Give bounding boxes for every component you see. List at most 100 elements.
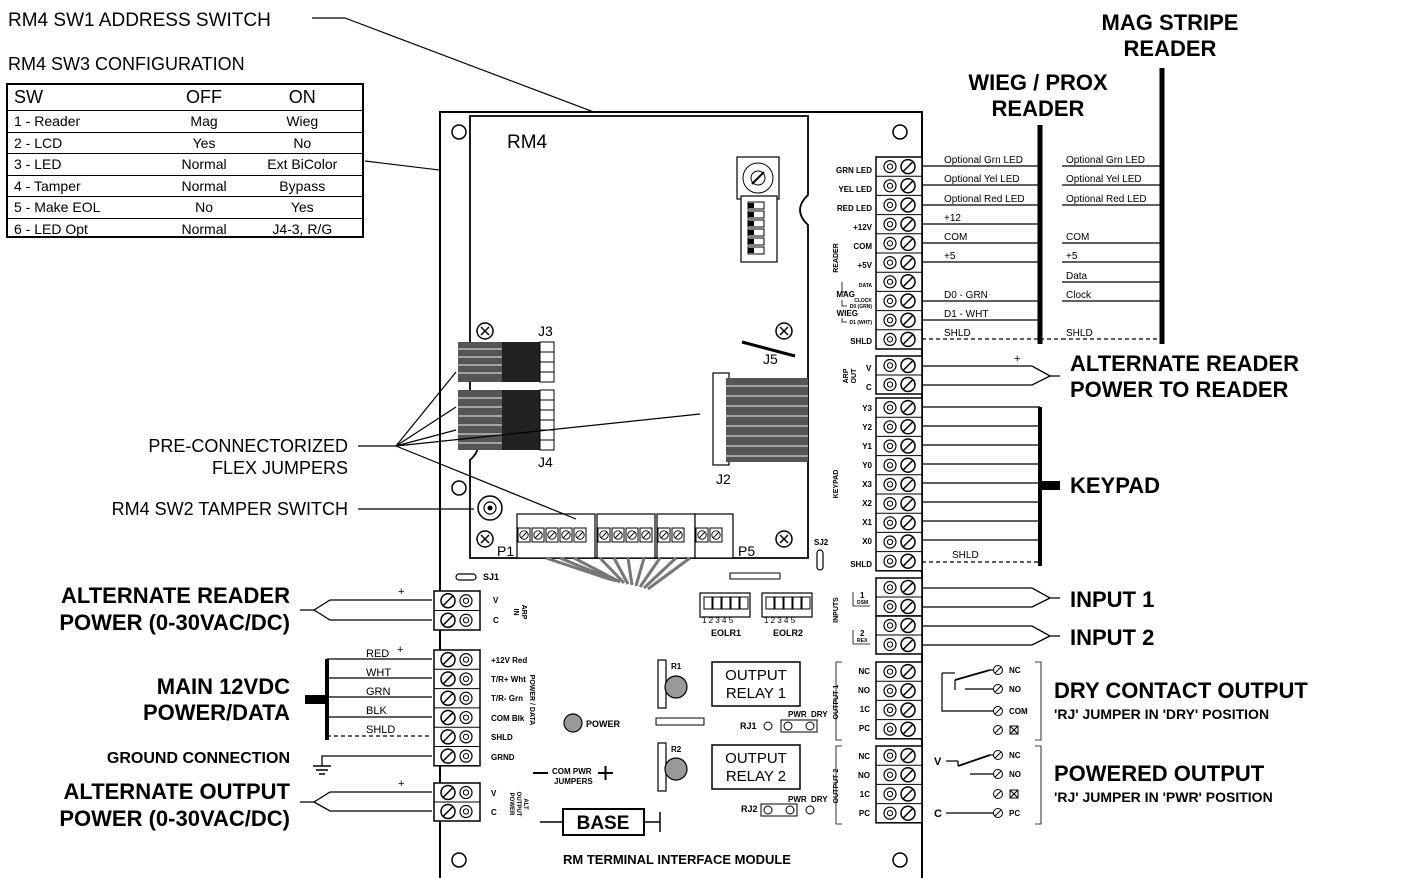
p5-label: P5 [738, 543, 755, 559]
terminal-socket [883, 439, 897, 453]
relay1-led [664, 675, 688, 699]
terminal-socket [883, 637, 897, 652]
flex-wire-fan [545, 556, 691, 591]
term-clock: CLOCK [854, 298, 872, 304]
terminal-screw-icon [900, 805, 916, 821]
r1-label: R1 [671, 662, 682, 671]
terminal-socket [459, 653, 473, 667]
terminal-screw-icon [900, 235, 916, 252]
alt-out-c: C [491, 808, 497, 817]
base-label: BASE [577, 813, 630, 834]
relay1-line2: RELAY 1 [726, 685, 786, 702]
term-wieg: WIEG [837, 309, 858, 318]
sj2-label: SJ2 [814, 538, 829, 547]
terminal-block [875, 577, 923, 617]
dry-contact-title: DRY CONTACT OUTPUT [1054, 678, 1308, 703]
eolr2-dip[interactable] [761, 592, 813, 618]
terminal-screw-icon [900, 702, 916, 718]
terminal-screw-icon [900, 331, 916, 348]
flex-wire [634, 557, 646, 587]
eolr-bar [729, 572, 781, 580]
terminal-screw-icon [900, 495, 916, 512]
mag-wire: Optional Grn LED [1066, 155, 1145, 166]
reader-wiring [1037, 68, 1165, 344]
p-pin-screw-icon [561, 530, 571, 540]
alt-out-title-1: ALTERNATE OUTPUT [64, 779, 291, 804]
keypad-shld-wire: SHLD [952, 550, 979, 561]
arp-in-group1: ARP [520, 605, 527, 620]
j5-jumper [741, 340, 796, 358]
main-wire: SHLD [366, 724, 395, 736]
reader-group-label: READER [833, 243, 840, 273]
sw3-cell: Ext BiColor [242, 153, 362, 175]
mount-hole [892, 852, 908, 868]
term-data: DATA [859, 283, 873, 289]
output1-labels: NC NO 1C PC OUTPUT 1 [833, 661, 870, 741]
mag-wire: Optional Yel LED [1066, 174, 1142, 185]
term-x1: X1 [862, 518, 872, 527]
terminal-block [433, 782, 481, 822]
terminal-screw-icon [900, 457, 916, 473]
mag-wire: +5 [1066, 251, 1078, 262]
term-5v: +5V [858, 261, 873, 270]
p-pin-screw-icon [533, 530, 543, 540]
power-led [563, 713, 583, 733]
eolr2-numbers: 1 2 3 4 5 [764, 616, 796, 625]
terminal-socket [883, 477, 897, 491]
terminal-screw-icon [900, 617, 916, 634]
terminal-socket [883, 748, 897, 763]
main-power-title-2: POWER/DATA [143, 700, 290, 725]
sw3-cell: J4-3, R/G [242, 217, 362, 239]
term-12v: +12V [853, 223, 873, 232]
output-relay-1 [711, 661, 801, 707]
rj2-jumper[interactable] [760, 803, 815, 817]
terminal-screw-icon [900, 357, 916, 374]
main-plus: + [397, 644, 403, 656]
terminal-socket [459, 672, 473, 686]
rj2-dry: DRY [811, 795, 828, 804]
wieg-wire: SHLD [944, 328, 971, 339]
main-trplus: T/R+ Wht [491, 675, 526, 684]
arp-out-plus: + [1014, 353, 1020, 365]
terminal-block [433, 649, 481, 767]
terminal-socket [883, 535, 897, 549]
rj1-jumper[interactable] [763, 719, 818, 733]
terminal-screw-icon [440, 784, 456, 801]
terminal-block [875, 661, 923, 740]
relay-bar [655, 717, 705, 726]
terminal-socket [883, 256, 897, 270]
terminal-socket [883, 497, 897, 511]
wieg-wire: +5 [944, 251, 956, 262]
wieg-reader-title-2: READER [992, 96, 1085, 121]
main-power-wiring [327, 658, 432, 737]
out1-no: NO [858, 686, 870, 695]
mount-hole [892, 124, 908, 140]
sw3-cell: 5 - Make EOL [8, 196, 166, 218]
term-d0: D0 (GRN) [850, 304, 873, 310]
out2-pc: PC [859, 809, 870, 818]
terminal-socket [883, 684, 897, 698]
mag-wire-labels: Optional Grn LED Optional Yel LED Option… [1066, 155, 1147, 339]
main-power-title-1: MAIN 12VDC [157, 674, 290, 699]
keypad-title: KEYPAD [1070, 473, 1160, 498]
sw3-cell: Normal [165, 174, 243, 197]
terminal-screw-icon [440, 729, 456, 745]
output2-group-label: OUTPUT 2 [833, 769, 840, 804]
sw3-cell: 1 - Reader [8, 110, 166, 132]
eolr1-dip[interactable] [699, 592, 751, 618]
terminal-screw-icon [900, 636, 916, 653]
terminal-socket [883, 377, 897, 392]
eolr1-numbers: 1 2 3 4 5 [702, 616, 734, 625]
out2-nc: NC [858, 752, 870, 761]
flex-label-1: PRE-CONNECTORIZED [148, 436, 348, 456]
flex-wire [642, 556, 678, 590]
out1-pc: PC [859, 724, 870, 733]
flex-wire [559, 556, 617, 583]
terminal-socket [883, 768, 897, 782]
mag-wire: Clock [1066, 290, 1092, 301]
relay2-led [664, 757, 688, 781]
